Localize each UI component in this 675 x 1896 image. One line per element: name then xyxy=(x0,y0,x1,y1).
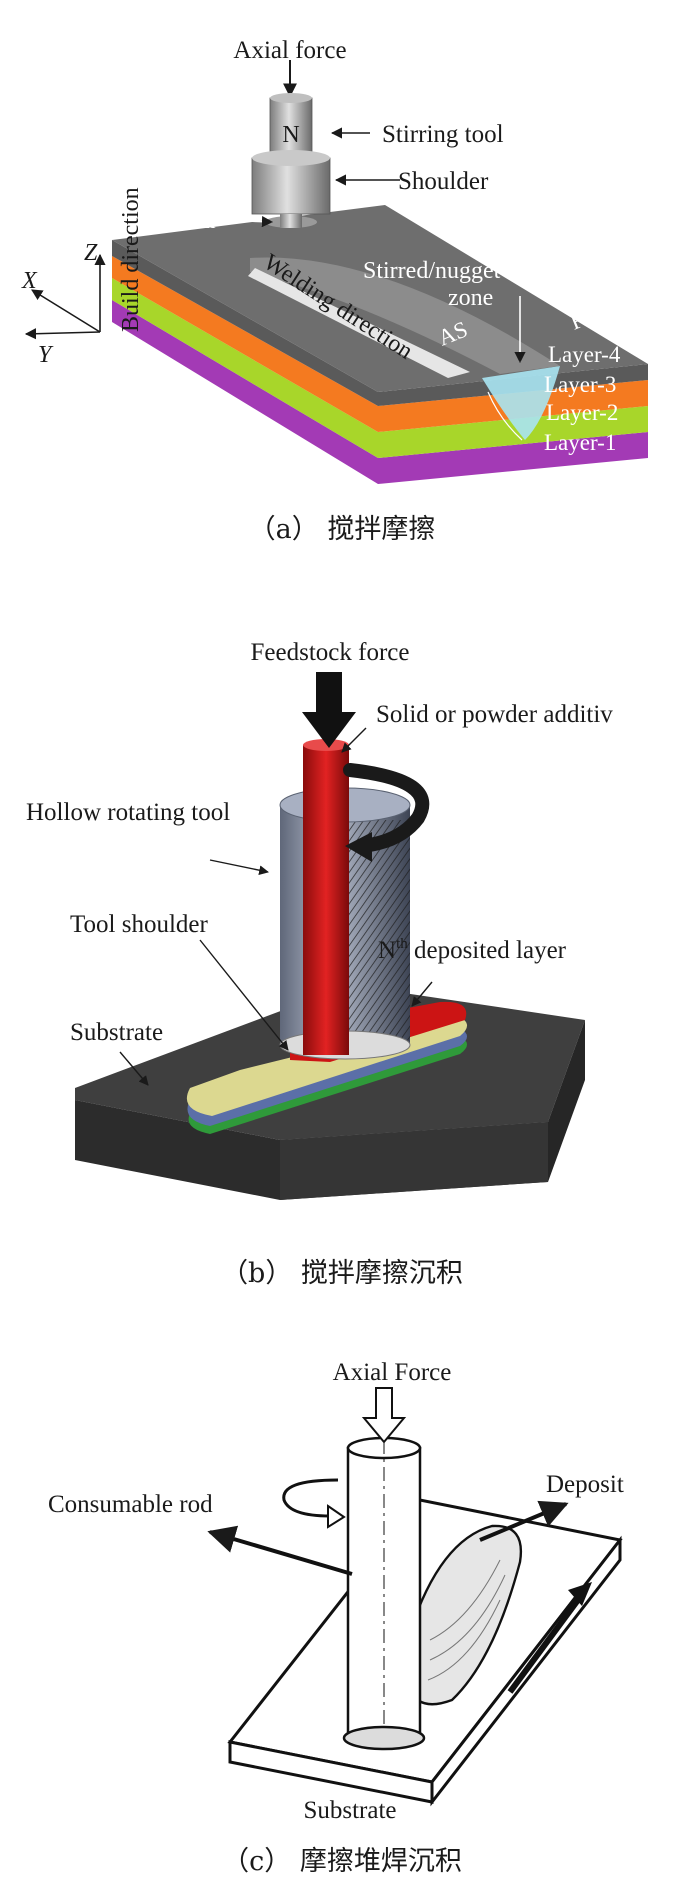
pin xyxy=(280,214,302,228)
stirring-tool-label: Stirring tool xyxy=(382,121,504,148)
axial-force-arrow-c xyxy=(361,1387,407,1444)
deposit-label: Deposit xyxy=(546,1471,624,1498)
caption-c: （c） 摩擦堆焊沉积 xyxy=(222,1846,462,1877)
additive-label: Solid or powder additiv xyxy=(376,701,613,728)
nth-deposited-text: deposited layer xyxy=(408,937,567,964)
welding-direction-arrow xyxy=(248,268,470,378)
coordinate-axes xyxy=(24,253,106,340)
layer-1-label: Layer-1 xyxy=(544,430,616,455)
rotation-arrow-c xyxy=(282,1478,339,1518)
layer-2-label: Layer-2 xyxy=(546,400,618,425)
stirred-zone-label-2: zone xyxy=(448,285,493,311)
feedstock-force-label: Feedstock force xyxy=(251,639,410,666)
pin-label: Pin xyxy=(185,208,216,233)
axis-y-label: Y xyxy=(38,342,54,368)
deposit-bead xyxy=(408,1524,523,1706)
build-direction-label: Build direction xyxy=(118,187,144,332)
nugget-zone xyxy=(482,366,560,440)
shoulder xyxy=(251,157,331,215)
feedstock-rod xyxy=(303,745,349,1055)
panel-b: Feedstock force Solid or powder additiv … xyxy=(26,639,613,1289)
panel-c: Axial Force Deposit Consumable rod Subst… xyxy=(48,1359,624,1877)
substrate-b-label: Substrate xyxy=(70,1019,163,1046)
layer-4-label: Layer-4 xyxy=(548,342,621,367)
travel-direction-arrow xyxy=(507,1598,581,1694)
shoulder-label: Shoulder xyxy=(398,168,489,195)
nth-deposited-layer-label: Nth deposited layer xyxy=(378,936,567,964)
substrate-c-label: Substrate xyxy=(303,1797,396,1824)
axis-x-label: X xyxy=(21,268,38,294)
feedstock-force-arrow xyxy=(302,712,356,748)
caption-b: （b） 搅拌摩擦沉积 xyxy=(221,1258,463,1289)
consumable-rod-label: Consumable rod xyxy=(48,1491,213,1518)
stirred-zone-label-1: Stirred/nugget xyxy=(363,258,501,284)
weld-track xyxy=(250,257,560,374)
tool-shoulder-label: Tool shoulder xyxy=(70,911,208,938)
caption-a: （a） 搅拌摩擦 xyxy=(249,514,436,545)
axis-z-label: Z xyxy=(84,240,98,266)
nth-n: N xyxy=(378,937,396,964)
nth-superscript: th xyxy=(396,936,408,952)
hollow-tool-label: Hollow rotating tool xyxy=(26,799,230,826)
stirring-tool xyxy=(269,97,313,159)
axial-force-label: Axial force xyxy=(233,37,346,64)
axial-force-c-label: Axial Force xyxy=(333,1359,452,1386)
rotation-arrow-b xyxy=(343,763,430,853)
n-label: N xyxy=(282,122,299,148)
panel-a: Axial force N Stirring tool Shoulder Pin… xyxy=(21,37,648,545)
layer-3-label: Layer-3 xyxy=(544,372,616,397)
